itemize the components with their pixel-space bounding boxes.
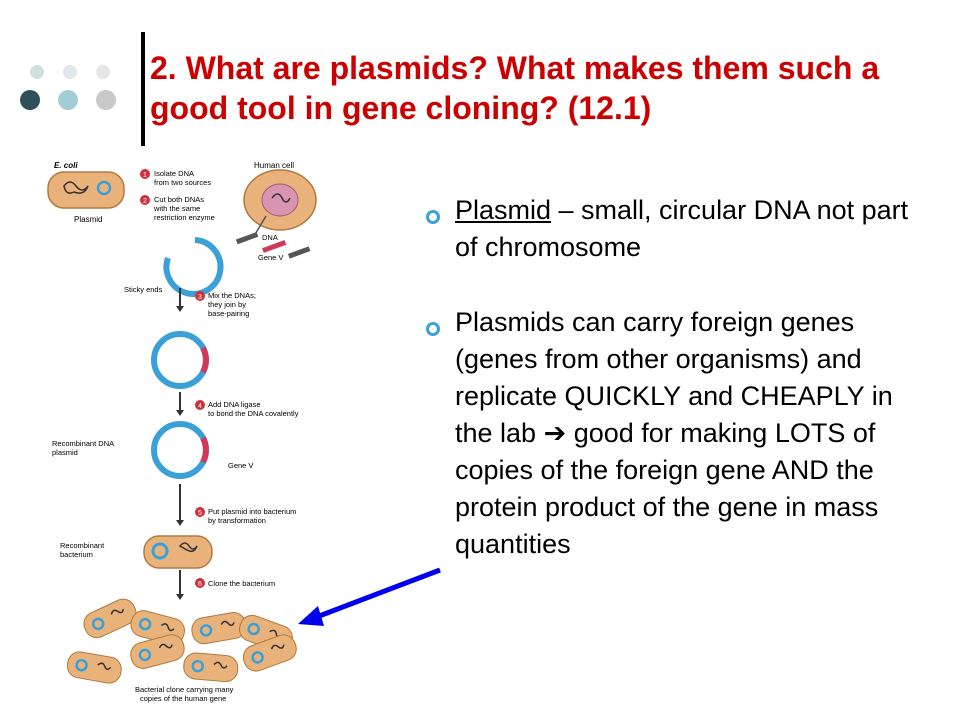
step-number-badge xyxy=(195,291,205,301)
step4-line2: to bond the DNA covalently xyxy=(208,409,299,418)
label-plasmid: Plasmid xyxy=(74,215,102,224)
label-human-cell: Human cell xyxy=(254,161,294,170)
step5-line2: by transformation xyxy=(208,516,266,525)
step-number: 1 xyxy=(143,172,147,179)
label-ecoli: E. coli xyxy=(54,161,78,170)
step-number-badge xyxy=(195,400,205,410)
bullet-icon xyxy=(425,198,441,235)
decor-dot xyxy=(20,90,40,110)
right-arrow-icon: ➔ xyxy=(543,418,567,448)
decor-dot xyxy=(96,65,110,79)
uses-text-end: good for making LOTS of copies of the fo… xyxy=(455,418,879,559)
label-sticky-ends: Sticky ends xyxy=(124,285,163,294)
step-number: 6 xyxy=(198,581,202,588)
bacterial-clone xyxy=(66,598,297,684)
decor-dot xyxy=(30,65,44,79)
dna-fragment xyxy=(287,246,311,259)
joined-plasmid xyxy=(151,331,209,389)
bullet-plasmid-uses: Plasmids can carry foreign genes (genes … xyxy=(425,304,925,563)
inserted-gene xyxy=(200,346,209,374)
step2-line2: with the same xyxy=(153,204,200,213)
dna-fragment xyxy=(235,232,259,245)
label-recombinant-bacterium-2: bacterium xyxy=(60,550,93,559)
clone-caption-line1: Bacterial clone carrying many xyxy=(135,685,234,694)
bullet-plasmid-definition: Plasmid – small, circular DNA not part o… xyxy=(425,192,925,266)
slide-title: 2. What are plasmids? What makes them su… xyxy=(150,50,880,126)
bacterial-chromosome xyxy=(178,542,198,553)
gene-cloning-figure: E. coli Plasmid 1 Isolate DNA from two s… xyxy=(47,161,317,703)
cut-plasmid xyxy=(163,237,224,297)
label-recombinant-plasmid-2: plasmid xyxy=(52,448,78,457)
step5-line1: Put plasmid into bacterium xyxy=(208,507,296,516)
step-number-badge xyxy=(195,507,205,517)
step-number: 2 xyxy=(143,198,147,205)
decor-dot xyxy=(63,65,77,79)
recombinant-plasmid xyxy=(151,421,209,479)
step-number: 5 xyxy=(198,510,202,517)
pointer-arrow xyxy=(298,567,441,626)
step3-line2: they join by xyxy=(208,300,246,309)
uses-text-start: Plasmids can carry foreign genes (genes … xyxy=(455,307,893,448)
flow-arrowhead xyxy=(176,594,184,600)
step-number: 4 xyxy=(198,403,202,410)
bacterial-chromosome xyxy=(63,181,89,194)
step1-line1: Isolate DNA xyxy=(154,169,194,178)
flow-arrowhead xyxy=(176,306,184,312)
step-number-badge xyxy=(140,195,150,205)
step3-line3: base-pairing xyxy=(208,309,249,318)
flow-arrowhead xyxy=(176,520,184,526)
step-number-badge xyxy=(195,578,205,588)
bullet-icon xyxy=(425,310,441,347)
title-bar xyxy=(141,32,145,146)
clone-caption-line2: copies of the human gene xyxy=(140,694,226,703)
step-number: 3 xyxy=(198,294,202,301)
label-gene-v-2: Gene V xyxy=(228,461,253,470)
definition-text: – small, circular DNA not part of chromo… xyxy=(455,195,909,262)
step-number-badge xyxy=(140,169,150,179)
human-dna xyxy=(271,193,291,203)
step6-line1: Clone the bacterium xyxy=(208,579,275,588)
label-gene-v: Gene V xyxy=(258,253,283,262)
gene-v-fragment xyxy=(262,240,287,253)
term-plasmid: Plasmid xyxy=(455,195,552,225)
step3-line1: Mix the DNAs; xyxy=(208,291,256,300)
human-nucleus xyxy=(261,183,299,217)
gene-v-segment xyxy=(200,436,209,464)
label-recombinant-plasmid-1: Recombinant DNA xyxy=(52,439,114,448)
decor-dot xyxy=(96,90,116,110)
decor-dot xyxy=(58,90,78,110)
step2-line1: Cut both DNAs xyxy=(154,195,204,204)
step4-line1: Add DNA ligase xyxy=(208,400,261,409)
step2-line3: restriction enzyme xyxy=(154,213,215,222)
label-dna: DNA xyxy=(262,233,278,242)
step1-line2: from two sources xyxy=(154,178,211,187)
bullet-list: Plasmid – small, circular DNA not part o… xyxy=(425,192,925,563)
plasmid-ring xyxy=(151,542,169,560)
plasmid-ring xyxy=(96,180,112,196)
flow-arrowhead xyxy=(176,410,184,416)
label-recombinant-bacterium-1: Recombinant xyxy=(60,541,105,550)
